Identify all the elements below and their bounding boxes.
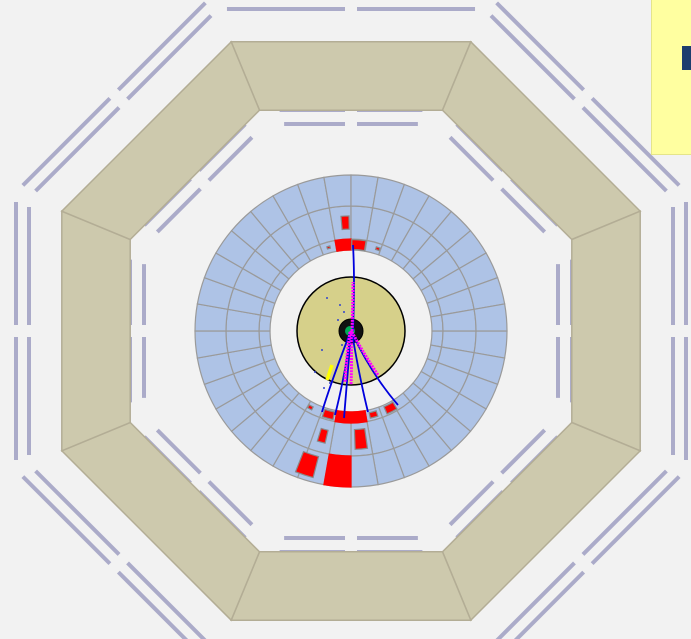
hcal-segment (61, 210, 131, 452)
em-cell (430, 330, 444, 348)
muon-chambers (14, 1, 688, 639)
hcal-segment (60, 40, 261, 241)
muon-chamber-outer (495, 1, 586, 92)
energy-deposit (316, 427, 329, 444)
muon-chamber-outer (21, 475, 112, 566)
muon-chamber-inner (207, 135, 254, 182)
energy-deposit (351, 238, 367, 252)
muon-chamber-inner (155, 187, 202, 234)
muon-chamber-inner (155, 428, 202, 475)
hcal-segment (230, 551, 472, 621)
hcal-segment (571, 210, 641, 452)
info-panel-mark (682, 46, 691, 70)
muon-chamber-inner (500, 187, 547, 234)
em-cell (350, 453, 379, 488)
em-cell (194, 330, 229, 359)
hcal-segment (230, 41, 472, 111)
muon-chamber-outer (590, 475, 681, 566)
energy-deposit (340, 215, 350, 231)
hcal-segment (441, 421, 642, 622)
muon-chamber-outer (495, 561, 576, 639)
energy-deposit (323, 453, 352, 488)
hit-point (329, 382, 331, 384)
muon-chamber-outer (489, 14, 576, 101)
energy-deposits (294, 215, 398, 488)
em-cell (430, 314, 444, 332)
hit-point (314, 371, 316, 373)
energy-deposit (374, 246, 381, 252)
muon-chamber-outer (116, 570, 189, 639)
hcal-segment (441, 40, 642, 241)
muon-chamber-inner (500, 428, 547, 475)
energy-deposit (294, 450, 320, 479)
muon-chamber-inner (448, 480, 495, 527)
track (321, 332, 351, 413)
energy-deposit (326, 245, 332, 250)
hit-point (326, 297, 328, 299)
muon-chamber-outer (513, 570, 586, 639)
energy-deposit (368, 410, 379, 419)
highlighted-track (349, 330, 353, 386)
energy-deposit (383, 401, 398, 415)
muon-chamber-outer (116, 1, 207, 92)
energy-deposit (334, 410, 352, 424)
em-cell (323, 174, 352, 209)
hit-point (323, 387, 325, 389)
track (351, 332, 369, 413)
highlighted-track (350, 331, 380, 376)
hit-point (341, 344, 343, 346)
muon-chamber-outer (34, 469, 121, 556)
energy-deposit (353, 427, 369, 450)
track (343, 332, 352, 419)
particle-tracks (314, 244, 399, 419)
energy-deposit (306, 404, 314, 411)
hit-point (339, 304, 341, 306)
jet-marker (325, 364, 334, 381)
hcal-segment (60, 421, 261, 622)
hit-point (343, 311, 345, 313)
energy-deposit (334, 238, 352, 252)
em-cell (258, 314, 272, 332)
muon-chamber-outer (581, 106, 668, 193)
muon-chamber-outer (126, 561, 207, 639)
highlighted-track (343, 331, 352, 383)
energy-deposit (350, 410, 368, 424)
muon-chamber-outer (126, 14, 213, 101)
muon-chamber-outer (34, 106, 121, 193)
hadronic-calorimeter (60, 40, 642, 622)
highlighted-track (350, 281, 355, 332)
info-panel (651, 0, 691, 155)
muon-chamber-inner (207, 480, 254, 527)
muon-chamber-outer (590, 96, 681, 187)
muon-chamber-inner (448, 135, 495, 182)
em-cell (473, 303, 508, 332)
hit-point (337, 319, 339, 321)
muon-chamber-outer (21, 96, 112, 187)
hit-point (321, 349, 323, 351)
muon-chamber-outer (581, 469, 668, 556)
energy-deposit (321, 408, 336, 421)
em-cell (258, 330, 272, 348)
